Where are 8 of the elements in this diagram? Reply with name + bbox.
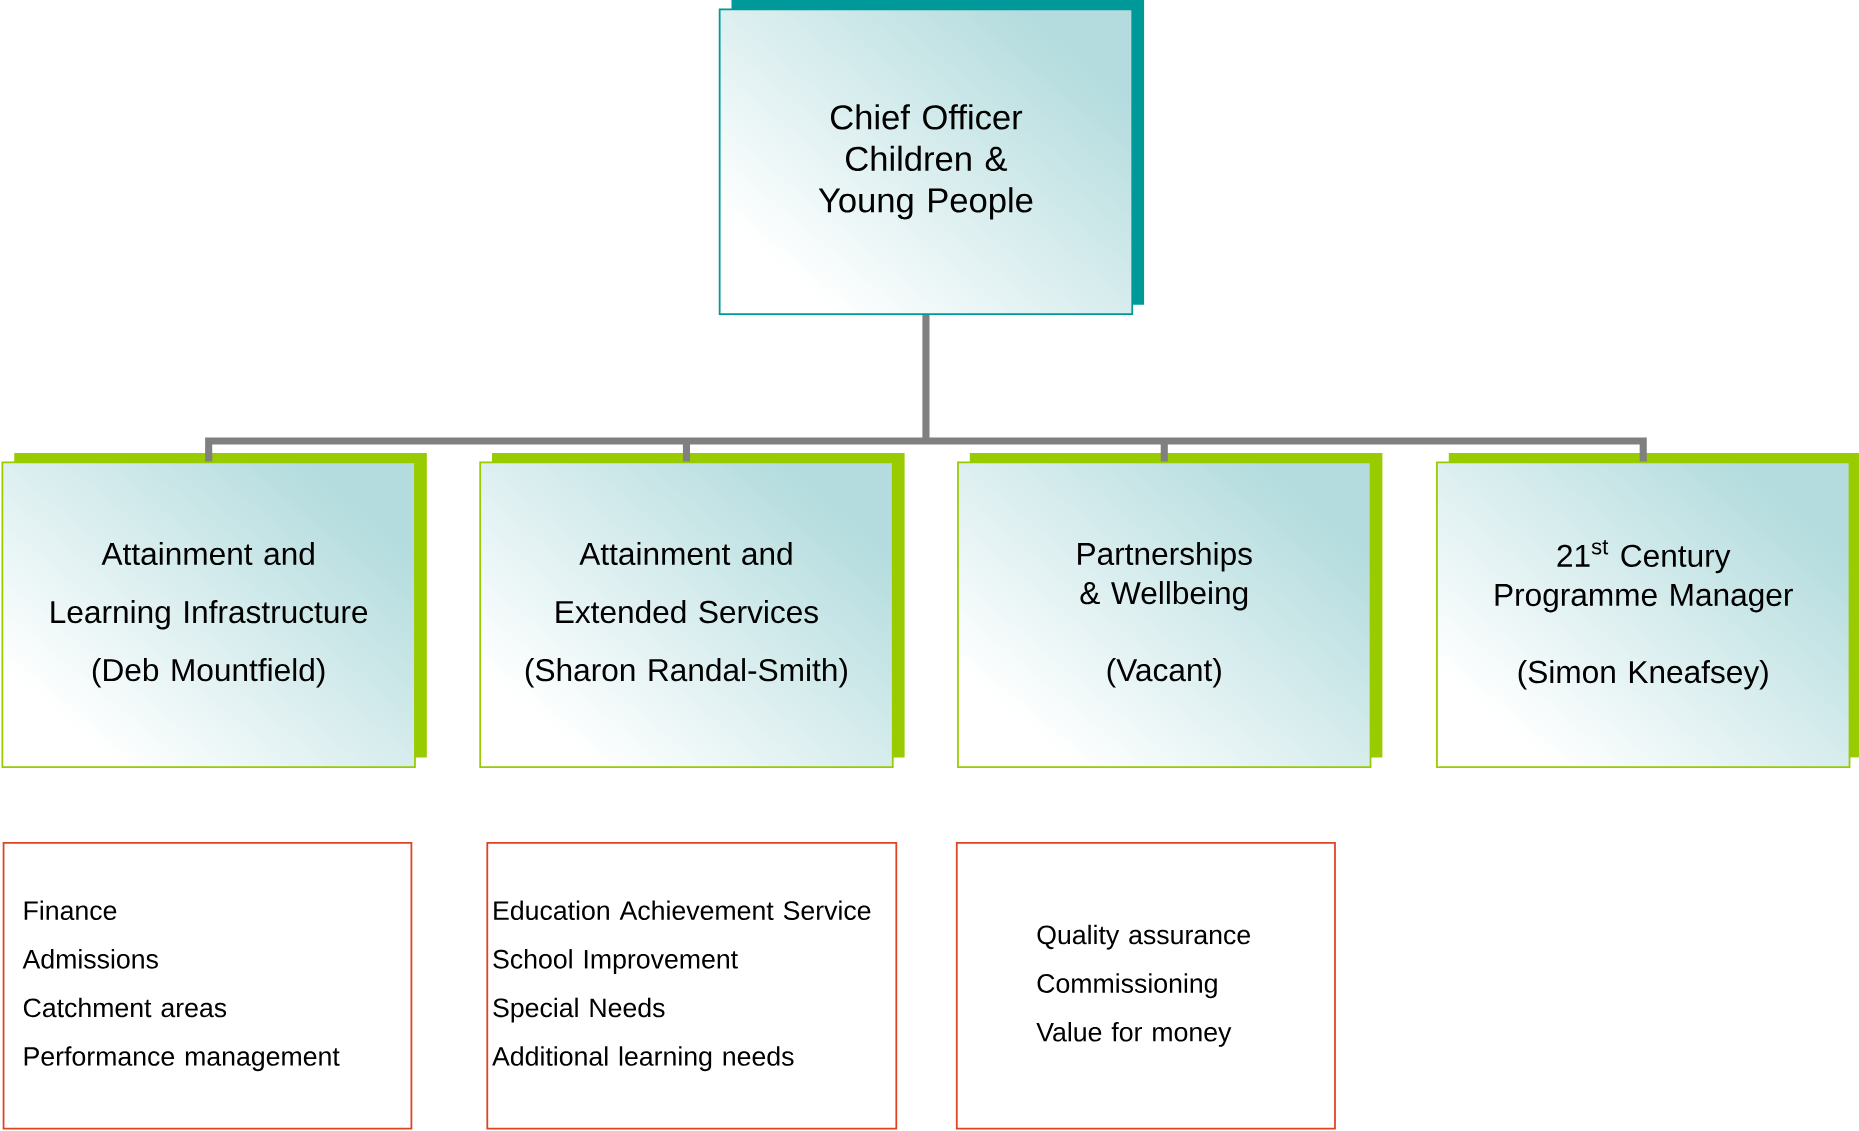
org-chart-box: 21$^{st}$ Century Programme Manager (Simon Kneafsey) [1436,452,1859,768]
org-chart-box: Chief Officer Children & Young People [718,0,1145,316]
org-chart-box: Attainment and Extended Services (Sharon Randal-Smith) [479,452,905,768]
responsibility-box: Finance Admissions Catchment areas Performance management [2,842,413,1130]
org-chart-box: Attainment and Learning Infrastructure (Deb Mountfield) [1,452,427,768]
responsibility-box: Education Achievement Service School Improvement Special Needs Additional learning needs [486,842,898,1130]
responsibility-box: Quality assurance Commissioning Value for money [955,842,1336,1130]
org-chart-box: Partnerships & Wellbeing (Vacant) [957,452,1383,768]
